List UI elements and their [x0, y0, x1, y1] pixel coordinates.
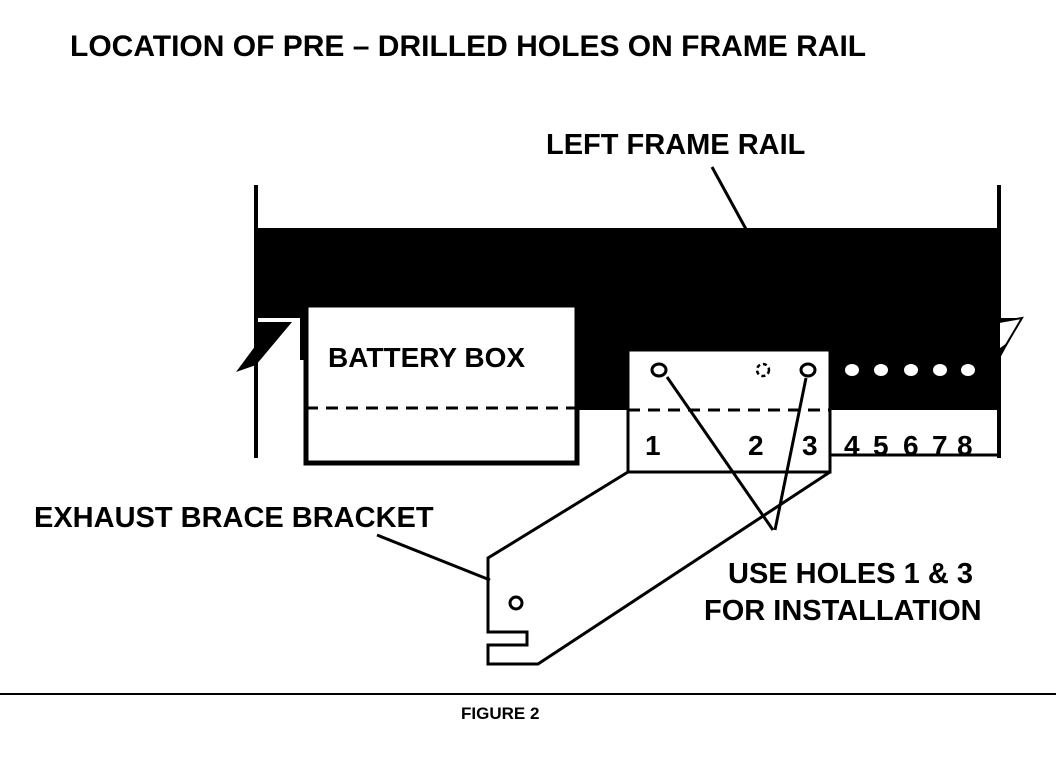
hole-number-2: 2 [748, 430, 764, 461]
hole-number-1: 1 [645, 430, 661, 461]
hole-7 [933, 364, 947, 376]
hole-3-leader [773, 377, 808, 531]
hole-number-8: 8 [957, 430, 973, 461]
instruction-line-2: FOR INSTALLATION [704, 595, 982, 627]
exhaust-brace-bracket [486, 470, 831, 666]
hole-3 [799, 362, 817, 378]
hole-number-7: 7 [932, 430, 948, 461]
hole-8 [961, 364, 975, 376]
exhaust-brace-bracket-label: EXHAUST BRACE BRACKET [34, 502, 434, 534]
hole-number-6: 6 [903, 430, 919, 461]
diagram-title: LOCATION OF PRE – DRILLED HOLES ON FRAME… [70, 30, 867, 63]
exhaust-bracket-leader [376, 533, 491, 582]
rail-right-notch [998, 316, 1024, 352]
battery-box [303, 302, 580, 466]
hole-number-5: 5 [873, 430, 889, 461]
hole-1-leader [665, 376, 775, 531]
frame-rail-leader [710, 166, 749, 232]
instruction-line-1: USE HOLES 1 & 3 [728, 558, 973, 590]
hole-4 [845, 364, 859, 376]
hole-5 [874, 364, 888, 376]
hole-6 [904, 364, 918, 376]
figure-caption: FIGURE 2 [461, 704, 540, 723]
hole-number-4: 4 [844, 430, 860, 461]
rail-left-notch [236, 322, 292, 372]
hole-number-3: 3 [802, 430, 818, 461]
bracket-hole [508, 595, 524, 611]
battery-box-label: BATTERY BOX [328, 342, 526, 373]
hole-1 [650, 362, 668, 378]
left-frame-rail-label: LEFT FRAME RAIL [546, 129, 806, 161]
hole-2 [755, 362, 771, 378]
